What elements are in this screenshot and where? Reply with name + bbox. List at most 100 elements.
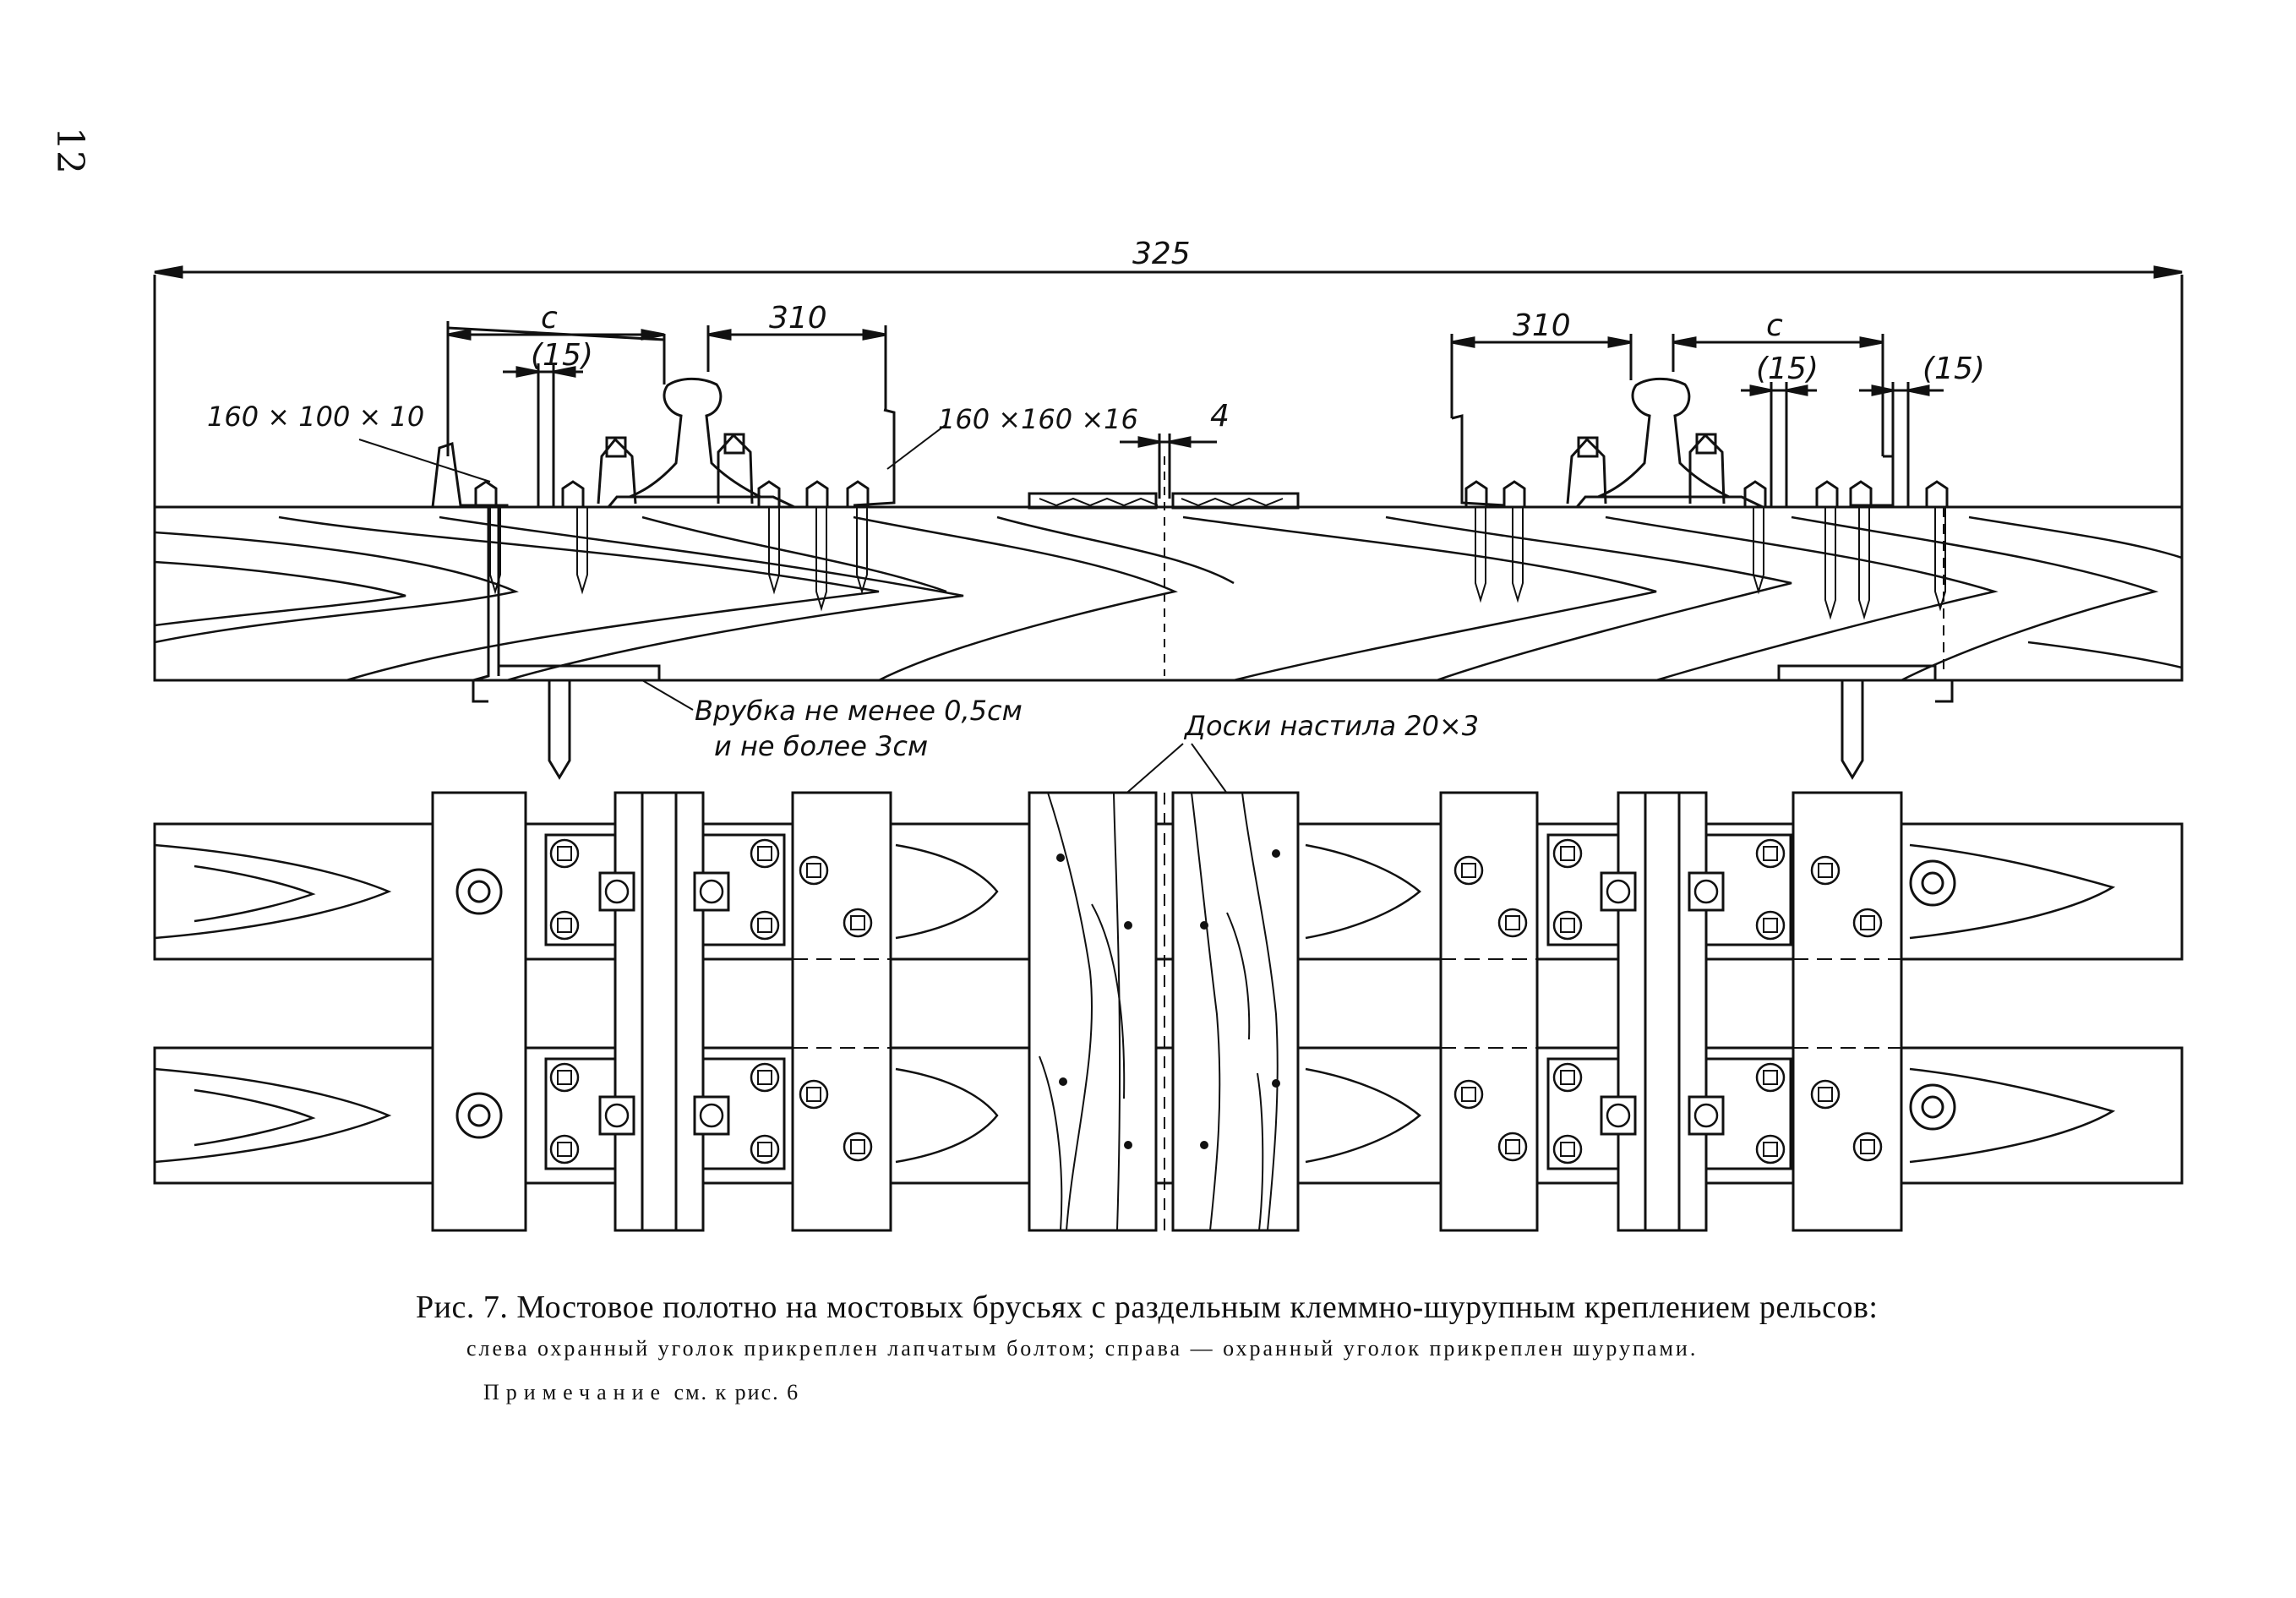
screw-slot	[1461, 1087, 1476, 1102]
screw-slot	[1505, 915, 1520, 930]
screw-head	[750, 838, 780, 869]
screw-head	[843, 1132, 873, 1162]
screw-slot	[1560, 1070, 1575, 1085]
caption-sub: слева охранный уголок прикреплен лапчаты…	[466, 1336, 1699, 1361]
rail-left	[605, 377, 795, 509]
screw-slot	[757, 918, 772, 933]
screw-head	[799, 855, 829, 886]
clamp-nut-ring	[1693, 879, 1719, 904]
screw-head	[750, 1062, 780, 1093]
bolt-right-end	[1909, 859, 1956, 1131]
nail-dot	[1200, 1141, 1208, 1149]
screw-slot	[757, 1070, 772, 1085]
clamp-nut-ring	[1693, 1103, 1719, 1128]
timber-plan-lower	[153, 1046, 2184, 1185]
screw-head	[1453, 855, 1484, 886]
guard-angle-plan-right	[1439, 791, 1539, 1232]
leader-angle-right	[886, 423, 947, 470]
figure-caption: Рис. 7. Мостовое полотно на мостовых бру…	[416, 1289, 2190, 1405]
nail-dot	[1124, 921, 1132, 930]
screw-slot	[850, 915, 865, 930]
screw-head	[1755, 1062, 1786, 1093]
caption-note-word: Примечание	[483, 1380, 668, 1404]
screw-head	[843, 908, 873, 938]
deck-boards-plan	[1028, 791, 1300, 1232]
deck-boards-section	[1028, 456, 1300, 676]
dimension-total	[153, 265, 2184, 507]
screw-head	[750, 910, 780, 941]
clamp-nut-ring	[604, 879, 630, 904]
dim-left-c-label: c	[541, 301, 558, 335]
angle-under-right	[1777, 507, 1954, 780]
label-angle-right: 160 ×160 ×16	[938, 403, 1138, 435]
screw-head	[1810, 855, 1841, 886]
screw-head	[1552, 1062, 1583, 1093]
screw-slot	[557, 846, 572, 861]
guard-angle-right	[1451, 414, 1895, 507]
screw-slot	[1763, 1070, 1778, 1085]
plan-bolts	[549, 838, 1883, 1164]
screw-head	[549, 1134, 580, 1164]
dimension-right-310	[1450, 334, 1633, 418]
screw-slot	[557, 918, 572, 933]
screw-head	[1497, 1132, 1528, 1162]
dim-right-15b-label: (15)	[1922, 352, 1985, 386]
screws-right	[1475, 507, 1946, 620]
screw-slot	[850, 1139, 865, 1154]
screw-slot	[1860, 915, 1875, 930]
rail-plan-right	[1617, 791, 1708, 1232]
screw-head	[1810, 1079, 1841, 1110]
label-angle-left: 160 × 100 × 10	[207, 401, 424, 433]
guard-angle-left-b	[853, 408, 896, 507]
wood-grain-section	[154, 515, 2183, 682]
clamp-assemblies-right	[1464, 433, 1949, 507]
dimension-gap	[1120, 434, 1217, 499]
screw-slot	[806, 1087, 821, 1102]
screw-head	[1497, 908, 1528, 938]
screw-head	[549, 1062, 580, 1093]
caption-note: Примечание см. к рис. 6	[416, 1380, 2190, 1405]
hook-bolt-left	[472, 507, 661, 780]
dim-right-15a-label: (15)	[1756, 352, 1819, 386]
dim-left-310-label: 310	[769, 301, 827, 335]
clamp-nut-ring	[699, 1103, 724, 1128]
screw-slot	[806, 863, 821, 878]
screw-slot	[1763, 918, 1778, 933]
screw-slot	[1560, 918, 1575, 933]
caption-main: Рис. 7. Мостовое полотно на мостовых бру…	[416, 1290, 1879, 1325]
screw-head	[1552, 838, 1583, 869]
screw-slot	[557, 1142, 572, 1157]
clamp-nut-ring	[604, 1103, 630, 1128]
dim-left-15-label: (15)	[531, 338, 593, 373]
wood-grain-plan	[154, 843, 2116, 1164]
rail-plan-left	[614, 791, 705, 1232]
screw-slot	[1818, 1087, 1833, 1102]
bridge-timber-section	[153, 505, 2184, 682]
screw-head	[1453, 1079, 1484, 1110]
screw-slot	[1860, 1139, 1875, 1154]
screw-slot	[557, 1070, 572, 1085]
nail-dot	[1059, 1077, 1067, 1086]
leader-notch	[641, 679, 694, 711]
screw-head	[1755, 1134, 1786, 1164]
dim-right-c-label: c	[1766, 308, 1783, 343]
clamp-nut-ring	[1606, 1103, 1631, 1128]
screw-head	[799, 1079, 829, 1110]
label-notch-2: и не более 3см	[714, 730, 928, 762]
dimension-right-c	[1672, 334, 1884, 456]
screw-head	[1852, 908, 1883, 938]
dim-total-label: 325	[1132, 237, 1191, 271]
guard-angle-plan-left	[431, 791, 527, 1232]
screw-head	[750, 1134, 780, 1164]
nail-dot	[1272, 1079, 1280, 1088]
screw-slot	[1560, 846, 1575, 861]
clamp-nut-ring	[699, 879, 724, 904]
screws-left	[489, 507, 868, 612]
nail-dot	[1200, 921, 1208, 930]
caption-note-rest: см. к рис. 6	[667, 1380, 800, 1404]
clamp-nut-ring	[1606, 879, 1631, 904]
nail-dot	[1124, 1141, 1132, 1149]
screw-slot	[757, 1142, 772, 1157]
screw-slot	[1505, 1139, 1520, 1154]
